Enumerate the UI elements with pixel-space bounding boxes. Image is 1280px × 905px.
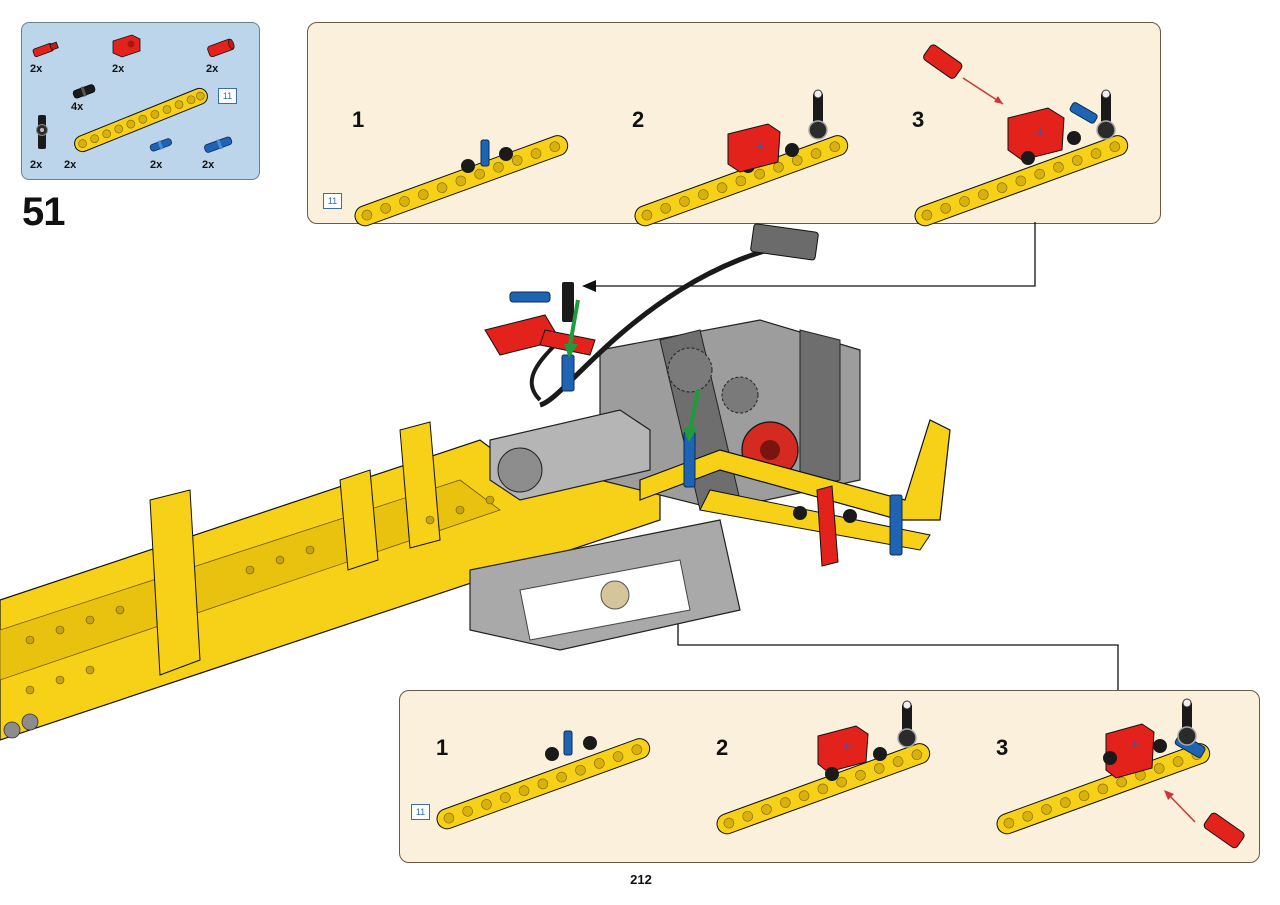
red-axle-connector-icon (207, 38, 235, 58)
page-number: 212 (630, 872, 652, 887)
green-arrows (564, 299, 700, 442)
substep-1-illustration (436, 730, 651, 830)
top-callout-leader-line (588, 222, 1036, 287)
svg-text:+: + (1035, 125, 1045, 139)
substep-number: 2 (632, 107, 645, 132)
qty-label: 2x (150, 159, 163, 171)
qty-label: 2x (30, 63, 43, 75)
motor (489, 223, 819, 501)
substep-2-illustration: + (634, 89, 849, 227)
qty-label: 2x (206, 63, 219, 75)
qty-label: 2x (64, 159, 77, 171)
substep-number: 1 (436, 735, 449, 760)
gearbox-frame (599, 319, 861, 511)
svg-text:+: + (755, 139, 765, 153)
black-pin-icon (72, 84, 96, 99)
substep-3-illustration: + (996, 698, 1245, 849)
top-callout-arrowhead (582, 280, 596, 292)
beam-length-ref: 11 (411, 804, 430, 820)
substep-1-illustration (354, 135, 569, 227)
parts-list-panel: 2x 2x 2x 4x 2x (21, 22, 260, 180)
blue-pin-icon (149, 138, 172, 152)
top-pin-assembly (484, 282, 903, 567)
yellow-boom (0, 421, 661, 741)
red-connector-icon (112, 34, 141, 58)
svg-text:+: + (1130, 737, 1140, 751)
qty-label: 4x (71, 101, 84, 113)
svg-text:+: + (842, 739, 852, 753)
beam-length-ref: 11 (218, 88, 237, 104)
black-axle-joiner-icon (36, 115, 48, 149)
substep-number: 2 (716, 735, 729, 760)
bottom-subassembly-callout: 1 2 3 11 + (399, 690, 1260, 863)
step-number: 51 (22, 190, 65, 234)
substep-2-illustration: + (716, 700, 931, 835)
qty-label: 2x (112, 63, 125, 75)
bottom-callout-leader-line (677, 560, 1119, 690)
beam-length-ref: 11 (323, 193, 342, 209)
qty-label: 2x (202, 159, 215, 171)
qty-label: 2x (30, 159, 43, 171)
substep-number: 3 (912, 107, 925, 132)
substep-number: 1 (352, 107, 365, 132)
base-frame (469, 519, 741, 651)
substep-number: 3 (996, 735, 1009, 760)
yellow-beam-icon (74, 87, 208, 153)
yellow-arm-right (639, 419, 951, 551)
red-axle-pin-icon (32, 41, 59, 58)
substep-3-illustration: + (914, 44, 1129, 227)
blue-axle-pin-icon (204, 136, 233, 153)
top-subassembly-callout: 1 2 3 11 + (307, 22, 1161, 227)
